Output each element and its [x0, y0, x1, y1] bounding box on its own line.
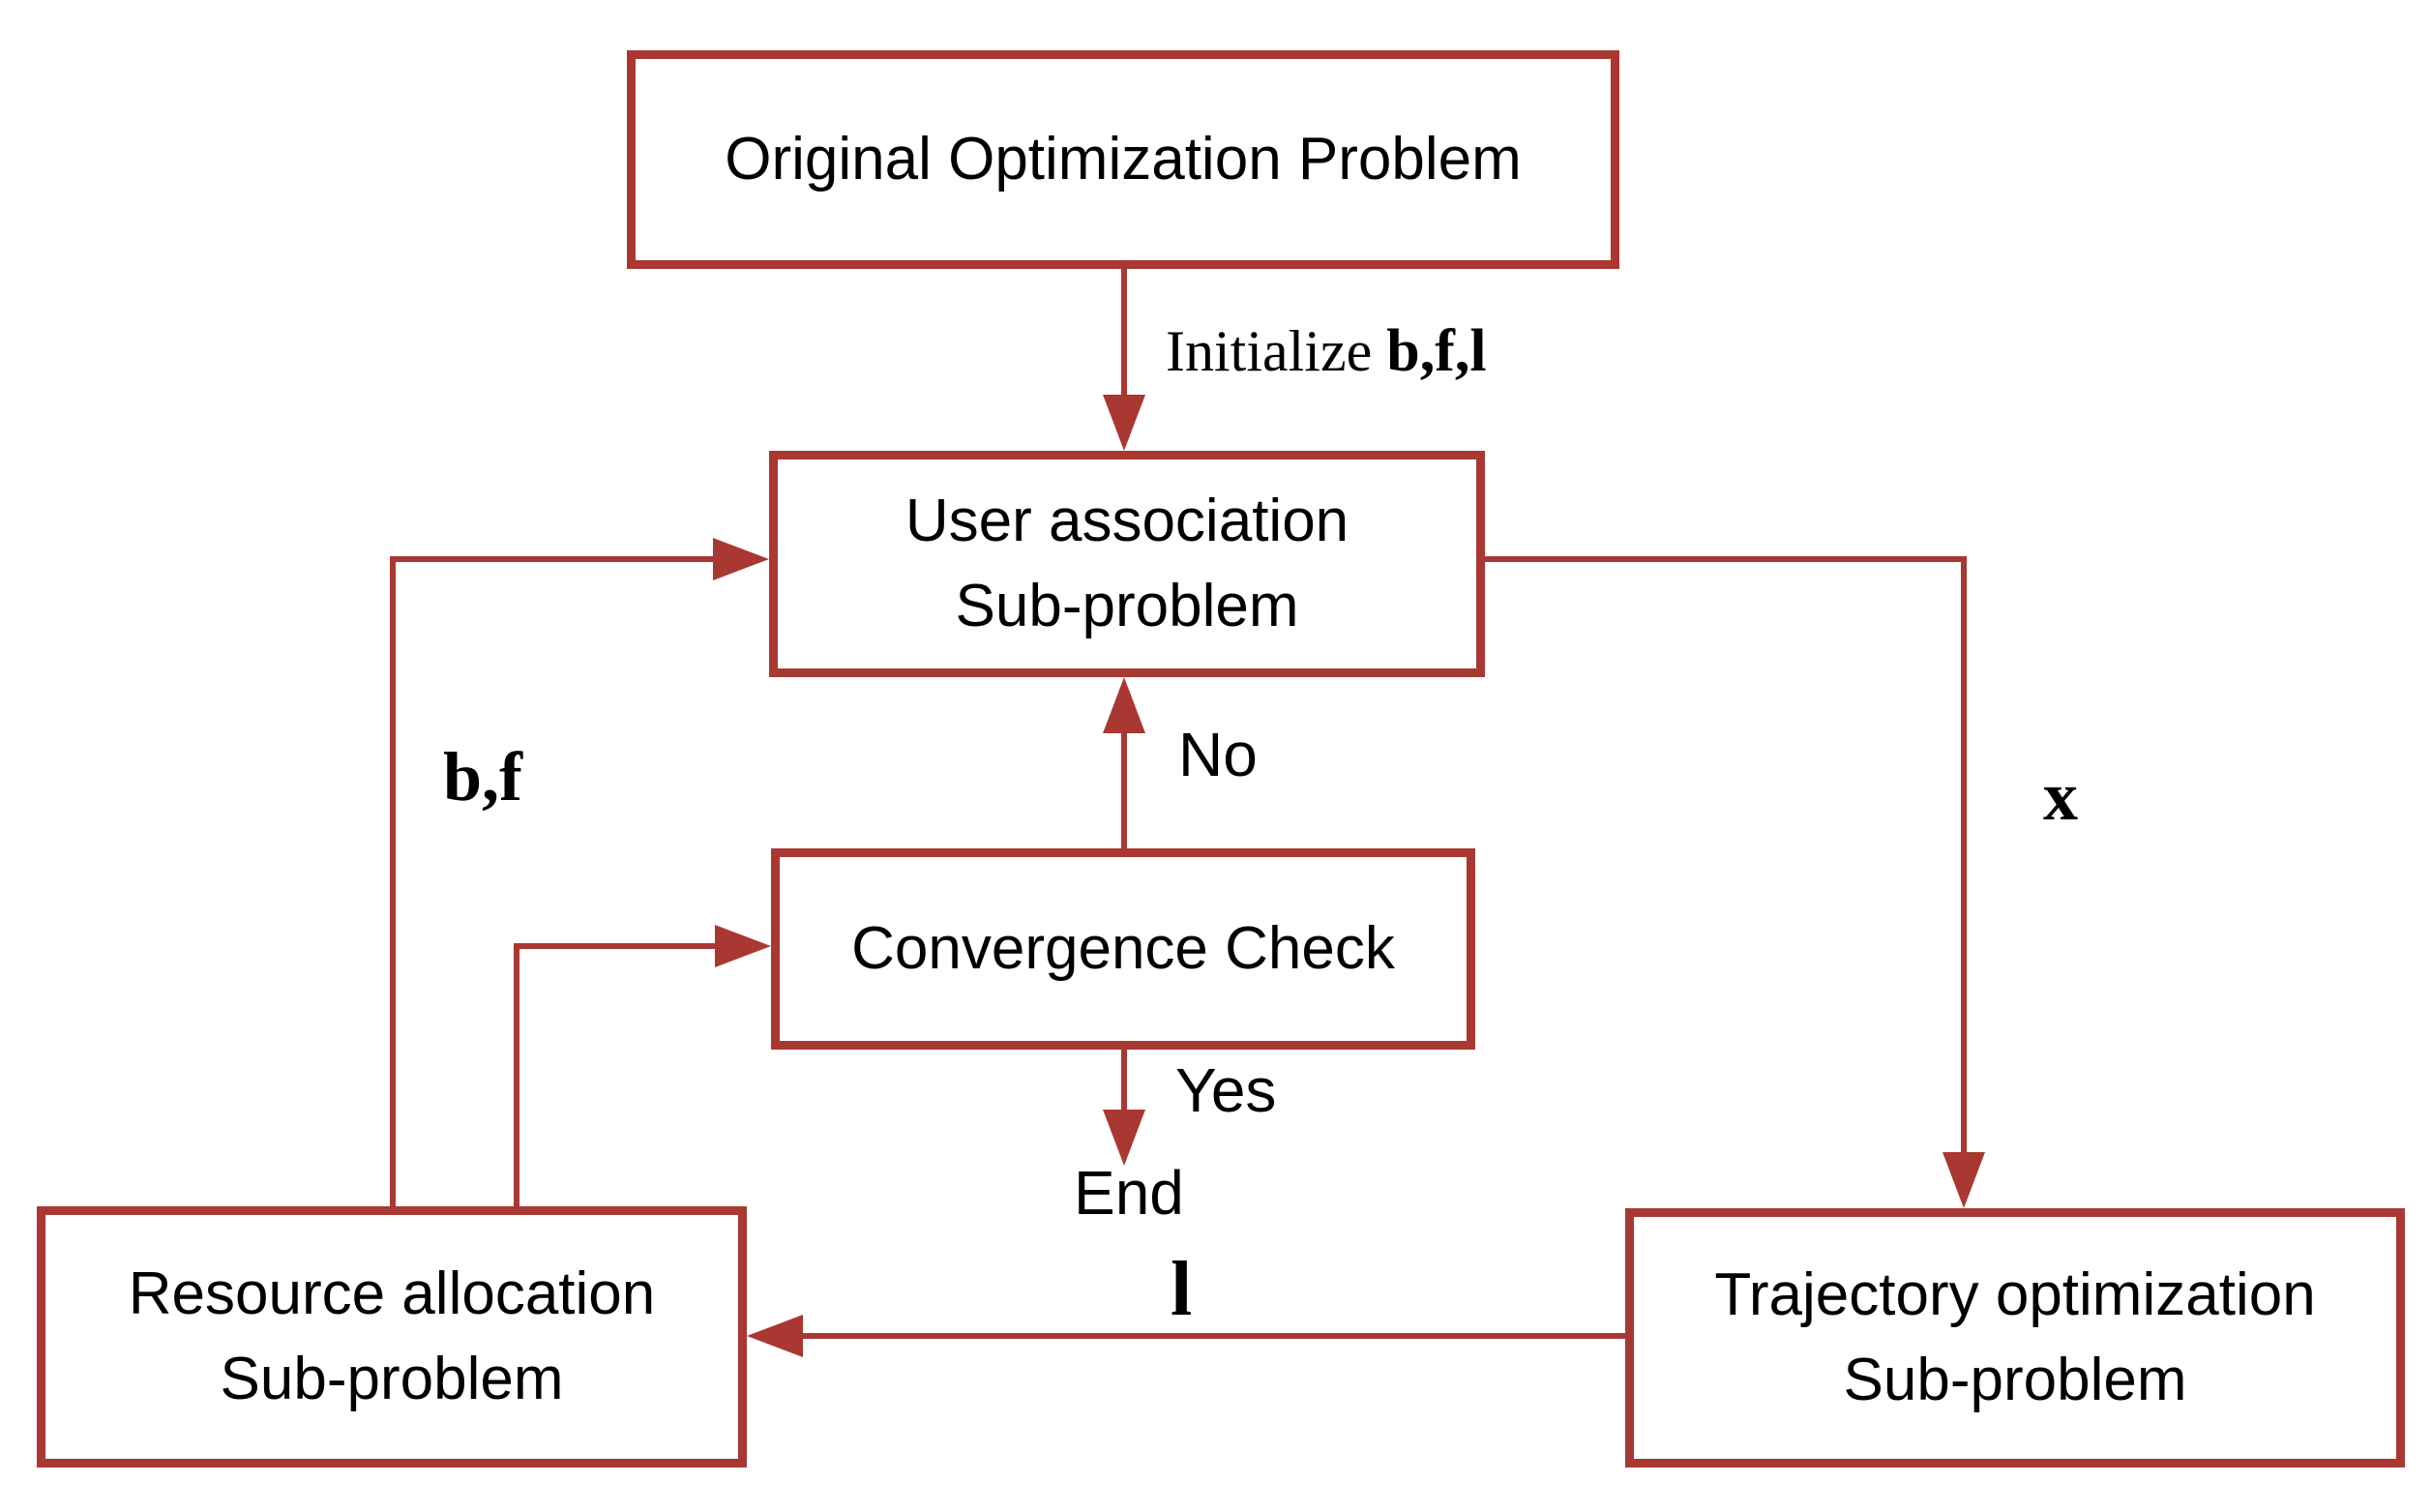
original-problem-label: Original Optimization Problem — [725, 125, 1522, 193]
trajectory-optimization-label-line1: Trajectory optimization — [1714, 1260, 2316, 1328]
initialize-label-prefix: Initialize — [1166, 319, 1387, 383]
arrow-no-line — [1121, 729, 1127, 848]
resource-allocation-label-line1: Resource allocation — [128, 1260, 656, 1327]
arrow-initialize-head — [1103, 395, 1145, 451]
arrow-resource-to-convergence-hline — [514, 943, 721, 949]
arrow-yes-line — [1121, 1050, 1127, 1112]
arrow-resource-to-user-head — [713, 538, 769, 580]
initialize-label-vars: b,f,l — [1386, 318, 1487, 384]
original-problem-box: Original Optimization Problem — [627, 50, 1619, 269]
user-association-label-line1: User association — [905, 487, 1349, 554]
user-association-label-line2: Sub-problem — [955, 573, 1299, 639]
trajectory-optimization-box: Trajectory optimization Sub-problem — [1625, 1208, 2405, 1468]
arrow-resource-to-convergence-head — [715, 925, 771, 967]
x-label: x — [2043, 757, 2078, 835]
resource-allocation-label-line2: Sub-problem — [220, 1346, 564, 1412]
convergence-check-box: Convergence Check — [771, 848, 1475, 1050]
resource-allocation-box: Resource allocation Sub-problem — [37, 1206, 747, 1468]
trajectory-optimization-label-line2: Sub-problem — [1843, 1347, 2187, 1413]
arrow-initialize-line — [1121, 265, 1127, 399]
arrow-user-to-trajectory-vline — [1961, 556, 1967, 1154]
arrow-trajectory-to-resource-head — [747, 1315, 803, 1357]
arrow-resource-to-convergence-vline — [514, 943, 519, 1206]
convergence-check-label: Convergence Check — [851, 914, 1395, 982]
arrow-resource-to-user-hline — [390, 556, 719, 562]
arrow-yes-head — [1103, 1110, 1145, 1166]
arrow-user-to-trajectory-hline — [1485, 556, 1967, 562]
initialize-label: Initialize b,f,l — [1166, 317, 1487, 386]
bf-label: b,f — [443, 738, 523, 815]
arrow-resource-to-user-vline — [390, 556, 396, 1206]
arrow-no-head — [1103, 677, 1145, 733]
l-label: l — [1171, 1247, 1193, 1332]
yes-label: Yes — [1175, 1055, 1277, 1125]
user-association-box: User association Sub-problem — [769, 451, 1485, 677]
no-label: No — [1178, 720, 1258, 789]
arrow-user-to-trajectory-head — [1943, 1152, 1985, 1208]
end-label: End — [1074, 1158, 1184, 1228]
arrow-trajectory-to-resource-line — [799, 1333, 1625, 1339]
